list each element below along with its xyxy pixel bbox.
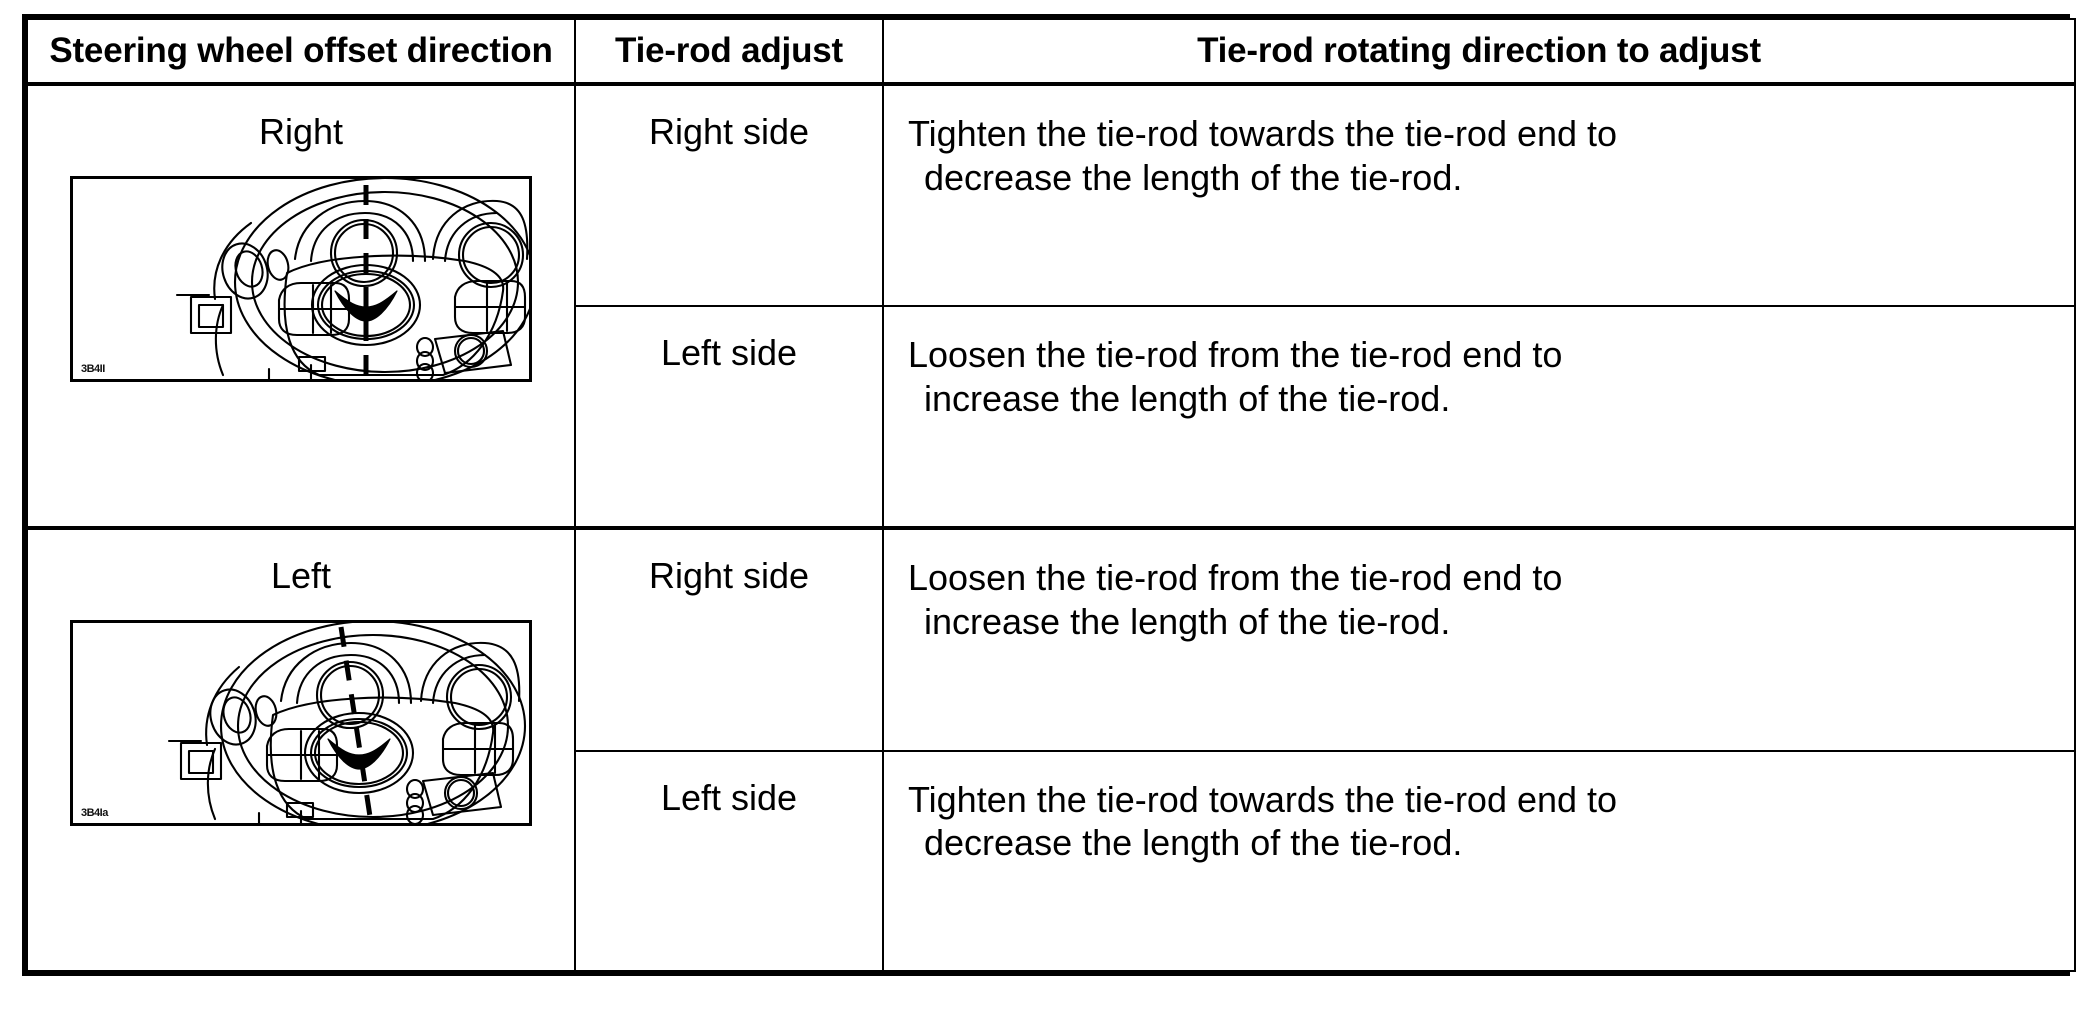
table-header-row: Steering wheel offset direction Tie-rod …	[26, 18, 2076, 86]
offset-direction-cell-left: Left	[26, 526, 576, 972]
header-cell-rotating-direction: Tie-rod rotating direction to adjust	[882, 18, 2076, 86]
offset-direction-label: Right	[258, 111, 344, 152]
table-row: Left	[26, 526, 2076, 972]
adjust-side-label: Right side	[648, 555, 810, 597]
instruction-line-2: decrease the length of the tie-rod.	[924, 822, 1463, 864]
instruction-line-1: Tighten the tie-rod towards the tie-rod …	[908, 113, 1618, 154]
figure-code-label: 3B4Ia	[81, 807, 108, 820]
steering-wheel-figure-left: 3B4Ia	[70, 620, 532, 827]
adjust-side-cell: Right side	[574, 526, 884, 752]
adjust-side-cell: Left side	[574, 305, 884, 531]
instruction-line-1: Tighten the tie-rod towards the tie-rod …	[908, 778, 1618, 820]
steering-wheel-figure-right: 3B4II	[70, 176, 532, 382]
header-label-offset-direction: Steering wheel offset direction	[49, 31, 553, 70]
instruction-text: Loosen the tie-rod from the tie-rod end …	[884, 307, 2074, 421]
instruction-line-1: Loosen the tie-rod from the tie-rod end …	[908, 557, 1563, 599]
instruction-line-2: increase the length of the tie-rod.	[924, 378, 1451, 420]
instruction-line-1: Loosen the tie-rod from the tie-rod end …	[908, 334, 1563, 376]
adjust-side-cell: Left side	[574, 749, 884, 973]
instruction-text: Tighten the tie-rod towards the tie-rod …	[884, 752, 2074, 866]
instruction-line-2: increase the length of the tie-rod.	[924, 601, 1451, 643]
instruction-line-2: decrease the length of the tie-rod.	[924, 156, 1463, 198]
instruction-cell: Loosen the tie-rod from the tie-rod end …	[882, 305, 2076, 531]
instruction-cell: Loosen the tie-rod from the tie-rod end …	[882, 526, 2076, 752]
adjust-side-label: Right side	[648, 111, 810, 152]
adjust-side-label: Left side	[660, 332, 798, 374]
adjust-side-label: Left side	[660, 776, 798, 818]
instruction-cell: Tighten the tie-rod towards the tie-rod …	[882, 81, 2076, 308]
table-row: Left side Tighten the tie-rod towards th…	[27, 749, 2076, 973]
steering-wheel-illustration-left	[167, 623, 527, 824]
offset-direction-cell-right: Right	[26, 81, 576, 530]
header-cell-offset-direction: Steering wheel offset direction	[26, 18, 576, 86]
table-row: Left side Loosen the tie-rod from the ti…	[27, 305, 2076, 531]
header-label-tie-rod-adjust: Tie-rod adjust	[615, 31, 843, 70]
offset-direction-label: Left	[270, 555, 332, 597]
instruction-cell: Tighten the tie-rod towards the tie-rod …	[882, 749, 2076, 973]
header-label-rotating-direction: Tie-rod rotating direction to adjust	[1197, 31, 1761, 70]
figure-code-label: 3B4II	[81, 363, 105, 375]
steering-wheel-illustration-right	[175, 179, 529, 379]
header-cell-tie-rod-adjust: Tie-rod adjust	[574, 18, 884, 86]
instruction-text: Tighten the tie-rod towards the tie-rod …	[884, 86, 2074, 200]
instruction-text: Loosen the tie-rod from the tie-rod end …	[884, 530, 2074, 644]
adjust-side-cell: Right side	[574, 81, 884, 308]
tie-rod-adjustment-table: Steering wheel offset direction Tie-rod …	[22, 14, 2076, 976]
spec-table: Steering wheel offset direction Tie-rod …	[26, 18, 2076, 973]
table-row: Right	[26, 81, 2076, 530]
